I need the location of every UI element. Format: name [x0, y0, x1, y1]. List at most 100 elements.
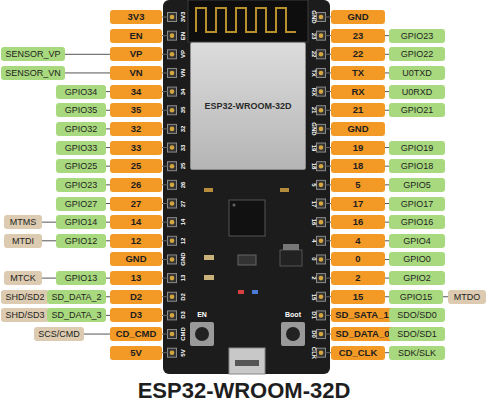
pin-text: GND — [347, 10, 368, 24]
gpio-label: GPIO19 — [389, 141, 445, 155]
header-pin — [168, 50, 177, 59]
pin-text: GPIO15 — [400, 290, 433, 304]
header-pin — [168, 31, 177, 40]
pin-text: D3 — [130, 308, 142, 322]
pin-text: 26 — [131, 178, 142, 192]
header-pin — [317, 124, 326, 133]
pin-text: 22 — [353, 47, 364, 61]
function-label: MTMS — [4, 215, 42, 229]
pin-hole — [170, 201, 175, 206]
pin-hole — [170, 183, 175, 188]
pin-text: GPIO23 — [65, 178, 98, 192]
smd-part — [204, 275, 214, 280]
silkscreen-label: 26 — [180, 182, 187, 189]
pin-text: GPIO12 — [65, 234, 98, 248]
pin-text: 23 — [353, 29, 364, 43]
gpio-label: U0RXD — [389, 85, 445, 99]
pin-text: GPIO21 — [401, 103, 434, 117]
function-label: SHD/SD3 — [1, 308, 49, 322]
silkscreen-label: D2 — [180, 293, 187, 301]
pin-number-label: 5V — [110, 346, 162, 360]
pin-number-label: SD_SATA_1 — [331, 308, 393, 322]
button-label: EN — [197, 311, 207, 319]
antenna-area — [188, 0, 308, 42]
pin-number-label: 27 — [110, 197, 162, 211]
pin-number-label: 16 — [331, 215, 385, 229]
pin-text: 12 — [131, 234, 142, 248]
gpio-label: GPIO23 — [56, 178, 106, 192]
header-pin — [168, 255, 177, 264]
pin-text: GPIO17 — [401, 197, 434, 211]
pin-number-label: 5 — [331, 178, 385, 192]
header-pin — [317, 13, 326, 22]
header-pin — [317, 162, 326, 171]
pin-text: SDO/SD1 — [397, 327, 437, 341]
pin-number-label: 13 — [110, 271, 162, 285]
pin-number-label: GND — [331, 122, 385, 136]
silkscreen-label: 27 — [180, 200, 187, 207]
gpio-label: GPIO25 — [56, 159, 106, 173]
smd-part — [280, 188, 289, 192]
pin-hole — [170, 257, 175, 262]
pin-number-label: 25 — [110, 159, 162, 173]
pin-text: 14 — [131, 215, 142, 229]
pin-number-label: 4 — [331, 234, 385, 248]
header-pin — [317, 255, 326, 264]
gpio-label: GPIO13 — [56, 271, 106, 285]
silkscreen-label: 35 — [180, 107, 187, 114]
gpio-label: GPIO14 — [56, 215, 106, 229]
gpio-label: GPIO17 — [389, 197, 445, 211]
pin-text: 19 — [353, 141, 364, 155]
pin-number-label: 34 — [110, 85, 162, 99]
antenna-trace — [196, 8, 296, 32]
silkscreen-label: D1 — [310, 312, 317, 320]
pin-hole — [170, 350, 175, 355]
chip-dot — [233, 204, 236, 207]
leader-line — [42, 240, 56, 241]
smd-part — [238, 255, 256, 265]
pin-text: GND — [347, 122, 368, 136]
pin-hole — [319, 145, 324, 150]
header-pin — [168, 218, 177, 227]
header-pin — [168, 124, 177, 133]
gpio-label: SDO/SD1 — [389, 327, 445, 341]
led — [238, 290, 244, 294]
pin-text: CD_CLK — [339, 346, 378, 360]
function-label: MTDO — [448, 290, 486, 304]
pin-text: GPIO5 — [403, 178, 431, 192]
pin-hole — [170, 108, 175, 113]
silkscreen-label: 23 — [310, 32, 317, 39]
pin-text: VN — [129, 66, 142, 80]
pin-text: SDK/SLK — [398, 346, 436, 360]
header-pin — [317, 143, 326, 152]
pin-number-label: CD_CMD — [110, 327, 162, 341]
header-pin — [168, 162, 177, 171]
pin-hole — [319, 52, 324, 57]
pin-hole — [170, 145, 175, 150]
pin-text: 34 — [131, 85, 142, 99]
pin-hole — [170, 15, 175, 20]
pin-hole — [170, 33, 175, 38]
pin-hole — [170, 239, 175, 244]
pin-text: SD_DATA_3 — [51, 308, 101, 322]
usb-opening — [235, 360, 259, 366]
pin-hole — [170, 52, 175, 57]
pin-number-label: 22 — [331, 47, 385, 61]
pin-hole — [170, 71, 175, 76]
pin-number-label: 12 — [110, 234, 162, 248]
silkscreen-label: GND — [310, 10, 317, 23]
pin-hole — [319, 15, 324, 20]
pin-text: 32 — [131, 122, 142, 136]
header-pin — [168, 330, 177, 339]
pin-text: GPIO25 — [65, 159, 98, 173]
boot-button — [281, 322, 305, 346]
header-pin — [168, 68, 177, 77]
leader-line — [65, 54, 110, 55]
silkscreen-label: RX — [310, 87, 317, 95]
silkscreen-label: 12 — [180, 237, 187, 244]
pin-number-label: VP — [110, 47, 162, 61]
function-label: MTCK — [4, 271, 42, 285]
pin-number-label: CD_CLK — [331, 346, 385, 360]
silkscreen-label: EN — [180, 31, 187, 39]
pin-text: 27 — [131, 197, 142, 211]
